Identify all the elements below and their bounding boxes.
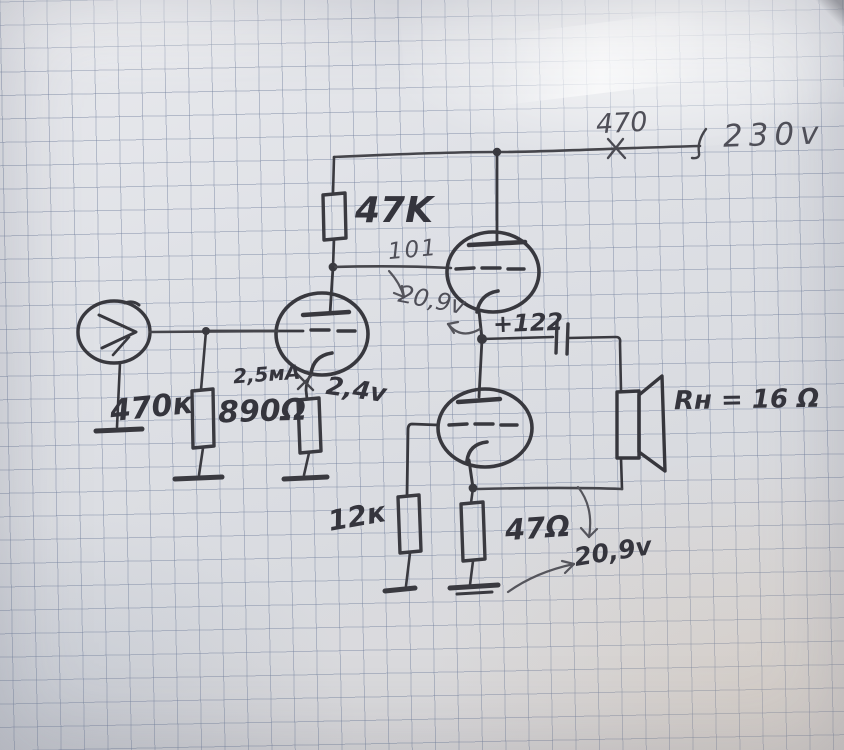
wire-plate-to-upper-grid	[331, 265, 453, 270]
input-source	[76, 299, 152, 434]
wire-input-to-grid	[148, 329, 280, 334]
ground-symbol	[172, 474, 225, 482]
label-cathode-resistor-47: 47Ω	[503, 508, 572, 548]
supply-rail-wire	[332, 127, 708, 160]
supply-terminal-hook	[690, 127, 708, 160]
resistor-47	[447, 486, 501, 596]
source-arrow-icon	[97, 313, 138, 350]
label-load-impedance: Rн = 16 Ω	[673, 383, 820, 417]
arrow-to-cathode-voltage	[506, 562, 576, 594]
label-voltage-plus122: +122	[492, 307, 564, 339]
label-cathode-resistor-890: 890Ω	[217, 392, 307, 431]
wire-speaker-return	[476, 486, 624, 491]
annotation-arrows	[387, 269, 599, 594]
coupling-capacitor	[480, 320, 623, 393]
cathode-hook	[309, 351, 334, 376]
speaker	[615, 374, 667, 491]
resistor-47k	[321, 155, 348, 269]
label-fuse-value: 470	[595, 106, 649, 141]
grid-wire	[405, 422, 440, 498]
triode-v3-lower	[405, 337, 534, 498]
fuse-x-mark	[606, 137, 627, 160]
label-supply-voltage: 230v	[722, 115, 826, 155]
triode-v2-upper	[445, 150, 541, 341]
ground-symbol	[281, 474, 330, 482]
arrow-cathode-down	[576, 485, 592, 539]
ground-symbol	[93, 426, 145, 434]
label-grid-resistor-470k: 470к	[108, 385, 195, 430]
resistor-12k	[382, 493, 423, 594]
resistor-470k	[172, 329, 225, 482]
ground-symbol	[382, 585, 418, 594]
cathode-hook	[475, 289, 500, 314]
label-cathode-current: 2,5мА	[232, 359, 302, 389]
cathode-hook	[465, 440, 489, 463]
speaker-horn	[637, 374, 667, 473]
label-plate-resistor: 47K	[355, 190, 433, 231]
cathode-x-mark	[295, 372, 315, 392]
ground-symbol	[447, 582, 501, 591]
label-cathode-voltage-v1: 2,4v	[324, 370, 389, 409]
label-wire-voltage-101: 101	[386, 234, 439, 266]
resistor-890	[281, 396, 330, 482]
